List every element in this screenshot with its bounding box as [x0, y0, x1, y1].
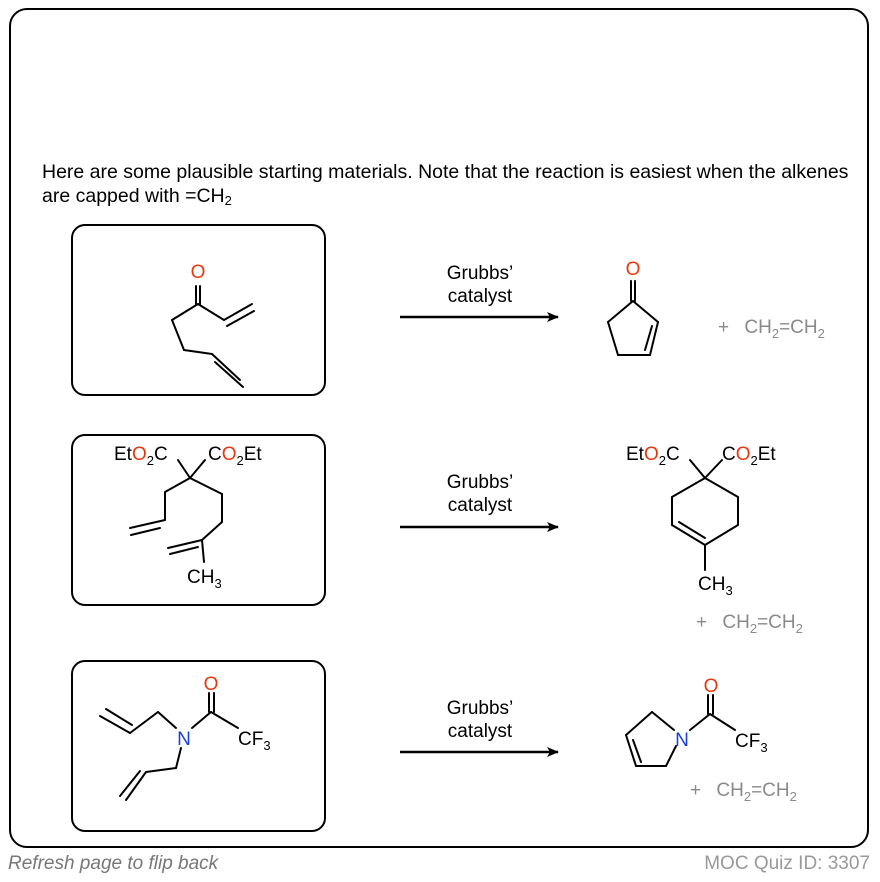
- byproduct-2-plus: +: [696, 612, 707, 633]
- quiz-card: [9, 8, 869, 848]
- reactant-box-1: [71, 224, 326, 396]
- byproduct-1-sub1: 2: [772, 326, 779, 341]
- reactant-2-ester-right: CO2Et: [208, 444, 262, 468]
- reactant-1-structure: [171, 285, 255, 388]
- reactant-3-oxygen: O: [204, 674, 219, 695]
- byproduct-1-ch2: =CH: [779, 317, 818, 338]
- intro-subscript: 2: [224, 193, 232, 208]
- product-2-ester-right: CO2Et: [722, 444, 776, 468]
- reactant-2-methyl: CH3: [187, 567, 222, 591]
- product-3-nitrogen: N: [675, 730, 689, 751]
- byproduct-1: + CH2=CH2: [718, 317, 825, 341]
- product-1-oxygen: O: [626, 259, 641, 280]
- product-3-structure: [625, 694, 736, 767]
- byproduct-2-sub1: 2: [750, 621, 757, 636]
- byproduct-1-ch: CH: [744, 317, 771, 338]
- byproduct-3-sub1: 2: [744, 789, 751, 804]
- quiz-id: MOC Quiz ID: 3307: [704, 853, 870, 874]
- reactant-3-structure: [99, 692, 239, 801]
- arrow-label-2-line2: catalyst: [447, 495, 513, 516]
- reactant-3-cf3: CF3: [238, 729, 271, 753]
- arrow-label-1-line1: Grubbs’: [446, 263, 514, 284]
- byproduct-2-ch: CH: [722, 612, 749, 633]
- arrow-label-3-line2: catalyst: [447, 721, 513, 742]
- byproduct-2-ch2: =CH: [757, 612, 796, 633]
- arrow-label-1-line2: catalyst: [447, 286, 513, 307]
- arrow-label-3: Grubbs’ catalyst: [400, 697, 560, 743]
- arrow-label-2-line1: Grubbs’: [446, 472, 514, 493]
- byproduct-1-sub2: 2: [818, 326, 825, 341]
- byproduct-3-ch2: =CH: [751, 780, 790, 801]
- byproduct-3-ch: CH: [716, 780, 743, 801]
- reactant-2-ester-left: EtO2C: [114, 444, 168, 468]
- arrow-label-2: Grubbs’ catalyst: [400, 471, 560, 517]
- reactant-1-oxygen: O: [191, 262, 206, 283]
- byproduct-2-sub2: 2: [796, 621, 803, 636]
- byproduct-2: + CH2=CH2: [696, 612, 803, 636]
- product-2-methyl: CH3: [698, 574, 733, 598]
- refresh-hint[interactable]: Refresh page to flip back: [8, 853, 219, 874]
- byproduct-3-sub2: 2: [790, 789, 797, 804]
- byproduct-3-plus: +: [690, 780, 701, 801]
- reactant-2-structure: [129, 459, 223, 563]
- intro-text: Here are some plausible starting materia…: [42, 160, 852, 208]
- reactant-box-3: [71, 660, 326, 832]
- reactant-box-2: [71, 434, 326, 606]
- product-3-cf3: CF3: [735, 731, 768, 755]
- byproduct-1-plus: +: [718, 317, 729, 338]
- product-2-ester-left: EtO2C: [626, 444, 680, 468]
- product-1-structure: [607, 280, 659, 356]
- arrow-label-3-line1: Grubbs’: [446, 698, 514, 719]
- product-2-structure: [671, 459, 739, 571]
- product-3-oxygen: O: [704, 676, 719, 697]
- reactant-3-nitrogen: N: [177, 729, 191, 750]
- byproduct-3: + CH2=CH2: [690, 780, 797, 804]
- intro-sentence: Here are some plausible starting materia…: [42, 161, 849, 207]
- arrow-label-1: Grubbs’ catalyst: [400, 262, 560, 308]
